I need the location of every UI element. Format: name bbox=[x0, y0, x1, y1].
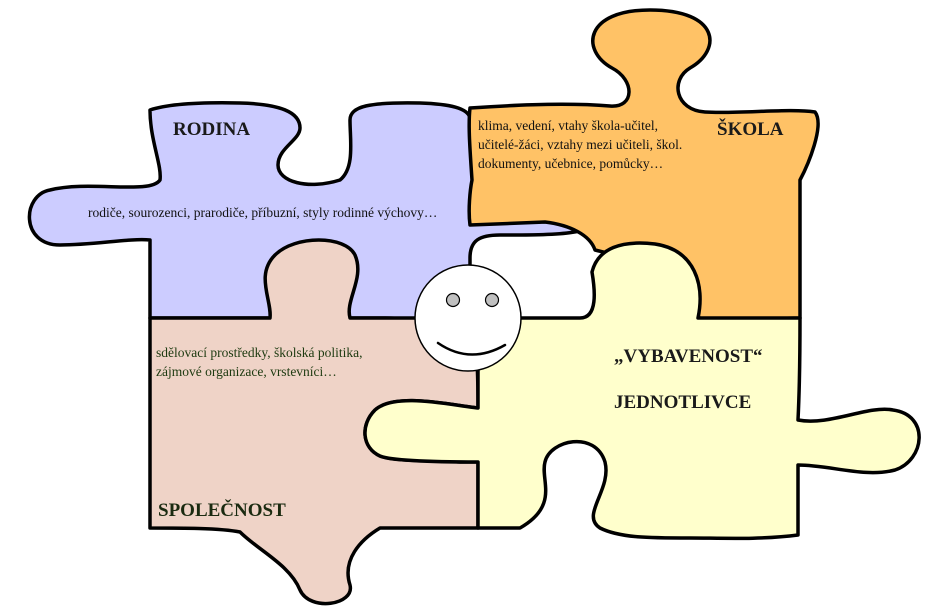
spolecnost-title: SPOLEČNOST bbox=[158, 499, 286, 521]
piece-skola bbox=[467, 8, 820, 322]
rodina-description: rodiče, sourozenci, prarodiče, příbuzní,… bbox=[88, 205, 437, 220]
rodina-title: RODINA bbox=[173, 119, 250, 140]
skola-title: ŠKOLA bbox=[717, 118, 784, 140]
skola-description-line-1: klima, vedení, vtahy škola-učitel, bbox=[478, 118, 658, 133]
skola-description-line-3: dokumenty, učebnice, pomůcky… bbox=[478, 156, 663, 171]
vybavenost-title-line-2: JEDNOTLIVCE bbox=[614, 392, 751, 413]
spolecnost-description-line-2: zájmové organizace, vrstevníci… bbox=[156, 364, 337, 379]
spolecnost-description-line-1: sdělovací prostředky, školská politika, bbox=[156, 345, 362, 360]
vybavenost-title-line-1: „VYBAVENOST“ bbox=[614, 346, 763, 367]
smiley-face-icon bbox=[414, 264, 522, 372]
piece-vybavenost bbox=[363, 241, 921, 541]
skola-description-line-2: učitelé-žáci, vztahy mezi učiteli, škol. bbox=[478, 137, 682, 152]
